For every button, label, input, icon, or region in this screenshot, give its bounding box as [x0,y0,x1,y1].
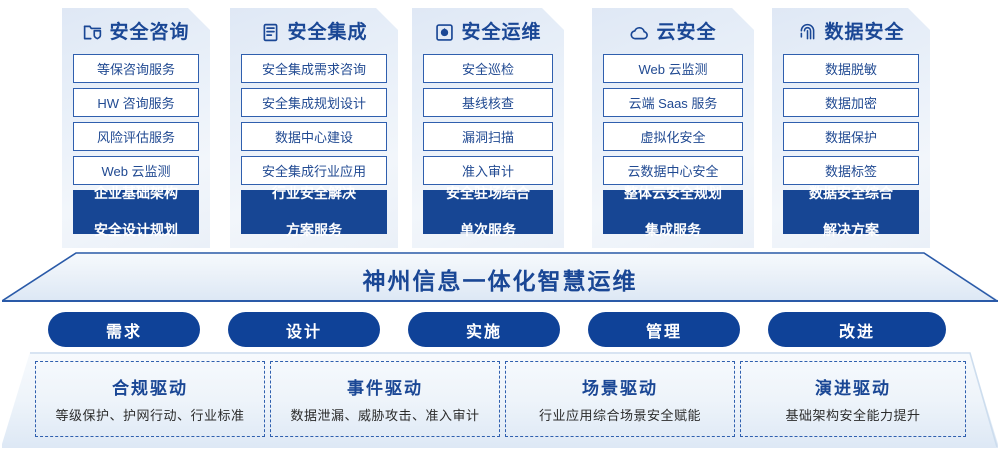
pillar-service-item[interactable]: 安全集成行业应用 [241,156,387,185]
pillar-service-item[interactable]: Web 云监测 [73,156,199,185]
pillar-service-item[interactable]: 数据保护 [783,122,919,151]
pillar-card-row: 安全咨询等保咨询服务 HW 咨询服务风险评估服务 Web 云监测企业基础架构安全设计… [0,8,1000,256]
pillar-service-item[interactable]: 准入审计 [423,156,553,185]
pillar-service-item[interactable]: 风险评估服务 [73,122,199,151]
pillar-card-title: 安全咨询 [109,21,190,43]
pillar-card-header: 安全运维 [423,10,553,54]
stage-pill-3[interactable]: 实施 [408,312,560,347]
pillar-solution-box[interactable]: 整体云安全规划集成服务 [603,190,743,234]
platform-banner-title: 神州信息一体化智慧运维 [362,268,638,294]
pillar-service-item[interactable]: Web 云监测 [603,54,743,83]
pillar-service-item[interactable]: HW 咨询服务 [73,88,199,117]
pillar-card-3[interactable]: 安全运维安全巡检基线核查漏洞扫描准入审计安全驻场结合单次服务 [412,8,564,248]
pillar-card-header: 安全集成 [241,10,387,54]
driver-subtitle: 基础架构安全能力提升 [785,408,921,423]
pillar-service-item[interactable]: 数据脱敏 [783,54,919,83]
pillar-card-title: 安全运维 [461,21,542,43]
pillar-service-item[interactable]: 数据中心建设 [241,122,387,151]
pillar-solution-box[interactable]: 数据安全综合解决方案 [783,190,919,234]
driver-title: 演进驱动 [815,379,891,398]
pillar-card-header: 云安全 [603,10,743,54]
driver-box-3[interactable]: 场景驱动行业应用综合场景安全赋能 [505,361,735,437]
driver-subtitle: 数据泄漏、威胁攻击、准入审计 [290,408,480,423]
driver-title: 事件驱动 [347,379,423,398]
stage-pill-5[interactable]: 改进 [768,312,946,347]
stage-pill-4[interactable]: 管理 [588,312,740,347]
pillar-card-1[interactable]: 安全咨询等保咨询服务 HW 咨询服务风险评估服务 Web 云监测企业基础架构安全设计… [62,8,210,248]
stage-pill-1[interactable]: 需求 [48,312,200,347]
pillar-card-4[interactable]: 云安全 Web 云监测云端 Saas 服务虚拟化安全云数据中心安全整体云安全规划集… [592,8,754,248]
driver-box-4[interactable]: 演进驱动基础架构安全能力提升 [740,361,966,437]
driver-title: 场景驱动 [582,379,658,398]
pillar-solution-box[interactable]: 安全驻场结合单次服务 [423,190,553,234]
server-rack-icon [260,22,281,43]
pillar-card-title: 云安全 [656,21,717,43]
pillar-service-item[interactable]: 云端 Saas 服务 [603,88,743,117]
fingerprint-icon [797,22,818,43]
cloud-icon [629,22,650,43]
pillar-service-item[interactable]: 基线核查 [423,88,553,117]
pillar-solution-box[interactable]: 行业安全解决方案服务 [241,190,387,234]
pillar-card-title: 安全集成 [287,21,368,43]
pillar-card-title: 数据安全 [824,21,905,43]
pillar-service-item[interactable]: 数据标签 [783,156,919,185]
folder-shield-icon [82,22,103,43]
monitor-clock-icon [434,22,455,43]
driver-box-1[interactable]: 合规驱动等级保护、护网行动、行业标准 [35,361,265,437]
driver-subtitle: 行业应用综合场景安全赋能 [538,408,701,423]
pillar-card-header: 安全咨询 [73,10,199,54]
driver-subtitle: 等级保护、护网行动、行业标准 [55,408,245,423]
pillar-service-item[interactable]: 安全集成规划设计 [241,88,387,117]
stage-pill-2[interactable]: 设计 [228,312,380,347]
platform-banner: 神州信息一体化智慧运维 [2,252,998,302]
pillar-card-2[interactable]: 安全集成安全集成需求咨询安全集成规划设计数据中心建设安全集成行业应用行业安全解决… [230,8,398,248]
pillar-service-item[interactable]: 数据加密 [783,88,919,117]
driver-title: 合规驱动 [112,379,188,398]
pillar-solution-box[interactable]: 企业基础架构安全设计规划 [73,190,199,234]
pillar-card-header: 数据安全 [783,10,919,54]
pillar-service-item[interactable]: 云数据中心安全 [603,156,743,185]
pillar-service-item[interactable]: 等保咨询服务 [73,54,199,83]
pillar-service-item[interactable]: 漏洞扫描 [423,122,553,151]
pillar-service-item[interactable]: 安全集成需求咨询 [241,54,387,83]
pillar-service-item[interactable]: 虚拟化安全 [603,122,743,151]
pillar-card-5[interactable]: 数据安全数据脱敏数据加密数据保护数据标签数据安全综合解决方案 [772,8,930,248]
pillar-service-item[interactable]: 安全巡检 [423,54,553,83]
driver-box-2[interactable]: 事件驱动数据泄漏、威胁攻击、准入审计 [270,361,500,437]
